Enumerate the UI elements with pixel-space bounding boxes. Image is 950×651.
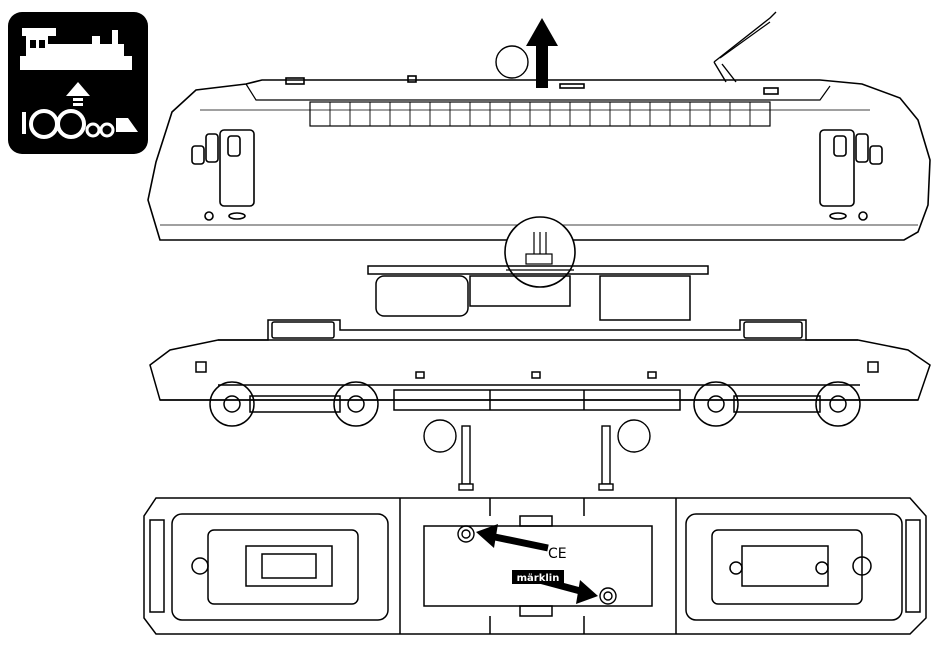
underside-screw-1: [458, 526, 474, 542]
lift-up-arrow: [526, 18, 558, 88]
underside-screw-2: [600, 588, 616, 604]
brand-logo: märklin: [517, 573, 560, 584]
locomotive-underside: [144, 498, 926, 634]
step-circle-2: [424, 420, 456, 452]
steam-locomotive-icon: [8, 12, 148, 154]
ce-mark: CE: [548, 546, 567, 562]
screw-pointer-arrow-1: [476, 524, 548, 548]
screw-right: [599, 426, 613, 490]
locomotive-chassis: [150, 266, 930, 426]
step-circle-1: [496, 46, 528, 78]
step-circle-3: [618, 420, 650, 452]
screw-left: [459, 426, 473, 490]
